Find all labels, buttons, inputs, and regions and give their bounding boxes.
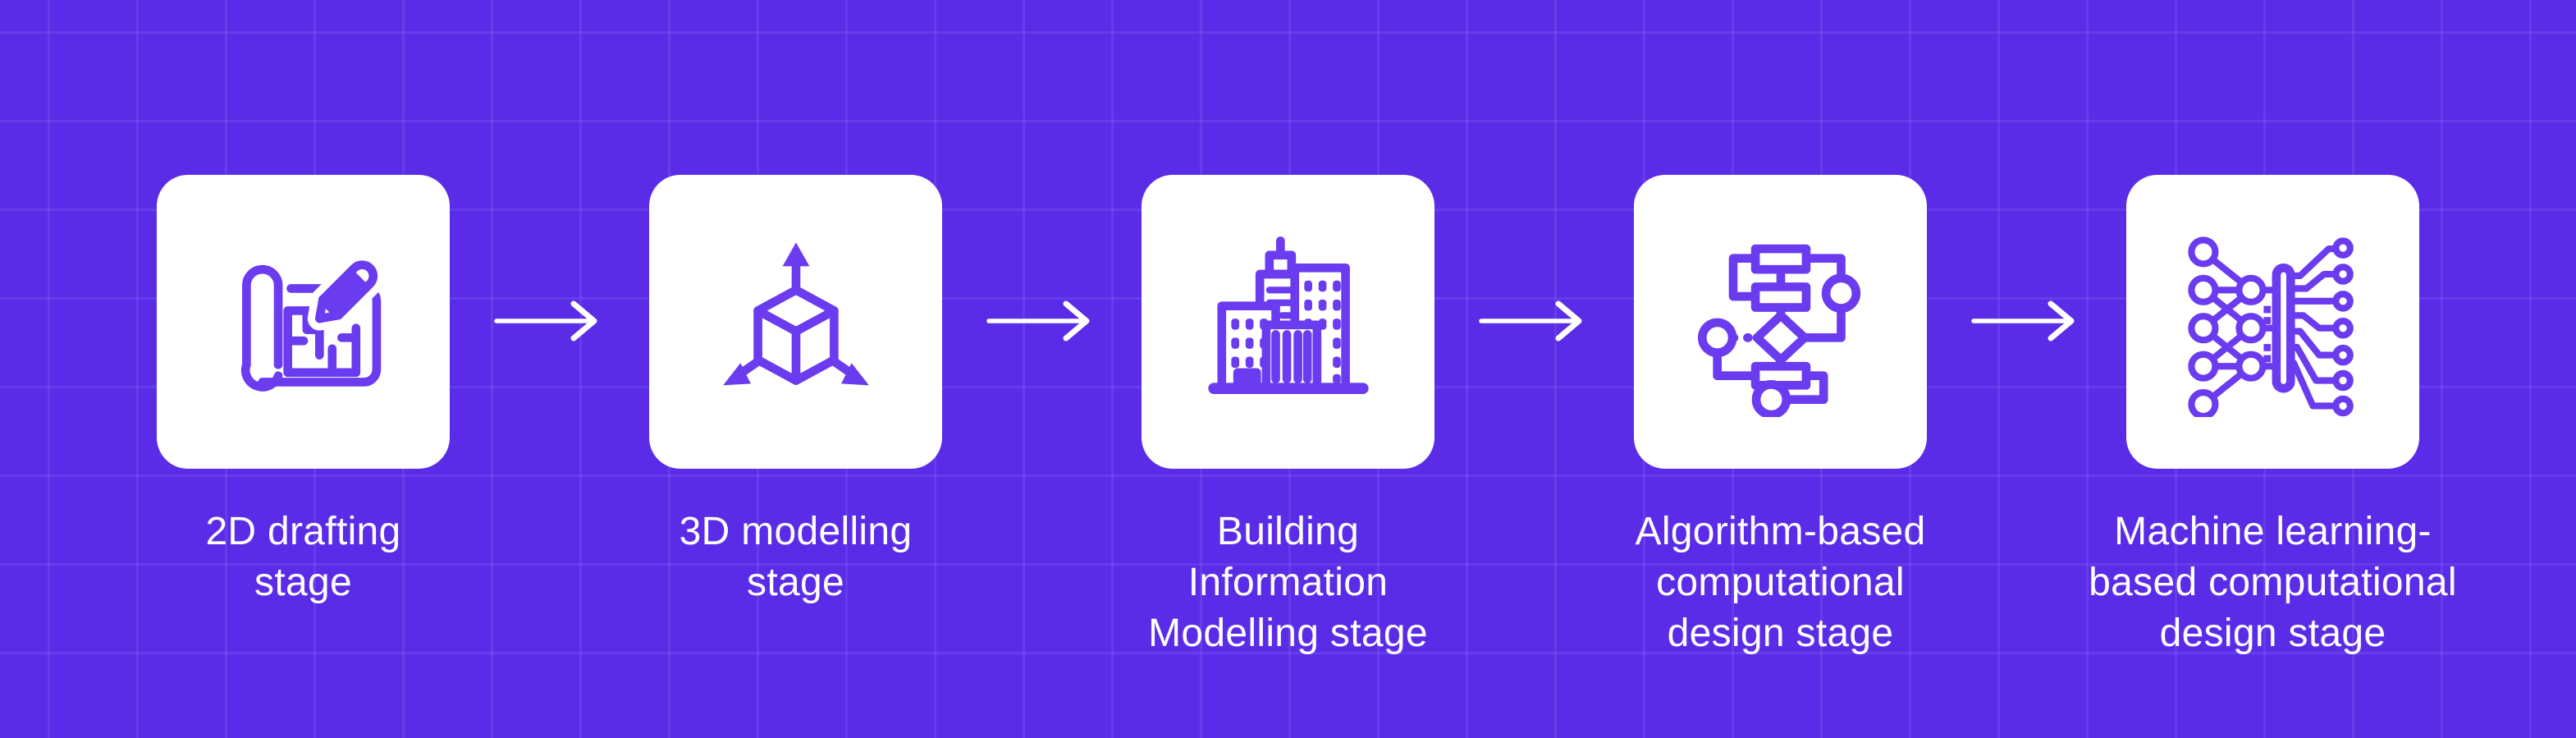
stage-card: [2126, 175, 2419, 469]
stage-algorithm-design: Algorithm-based computational design sta…: [1535, 0, 2027, 659]
stage-card: [157, 175, 450, 469]
neural-network-icon: [2187, 236, 2354, 417]
stage-label: 2D drafting stage: [205, 510, 401, 604]
flow-arrow-icon: [1477, 298, 1592, 344]
flow-arrow-icon: [1970, 298, 2084, 344]
stage-label: Machine learning- based computational de…: [2089, 510, 2457, 655]
city-buildings-icon: [1207, 236, 1369, 394]
flow-arrow-icon: [492, 298, 607, 344]
cube-axes-icon: [722, 242, 869, 386]
stage-bim: Building Information Modelling stage: [1042, 0, 1535, 659]
flow-arrow-icon: [985, 298, 1100, 344]
stage-card: [1634, 175, 1927, 469]
stage-card: [649, 175, 942, 469]
pencil: [307, 253, 385, 331]
stage-label: Building Information Modelling stage: [1148, 510, 1428, 655]
flowchart-icon: [1697, 244, 1860, 417]
stage-label: 3D modelling stage: [679, 510, 913, 604]
stage-3d-modelling: 3D modelling stage: [550, 0, 1042, 608]
stage-label: Algorithm-based computational design sta…: [1635, 510, 1926, 655]
stage-2d-drafting: 2D drafting stage: [57, 0, 550, 608]
stage-ml-design: Machine learning- based computational de…: [2027, 0, 2519, 659]
stage-card: [1142, 175, 1434, 469]
blueprint-pencil-icon: [240, 253, 385, 392]
